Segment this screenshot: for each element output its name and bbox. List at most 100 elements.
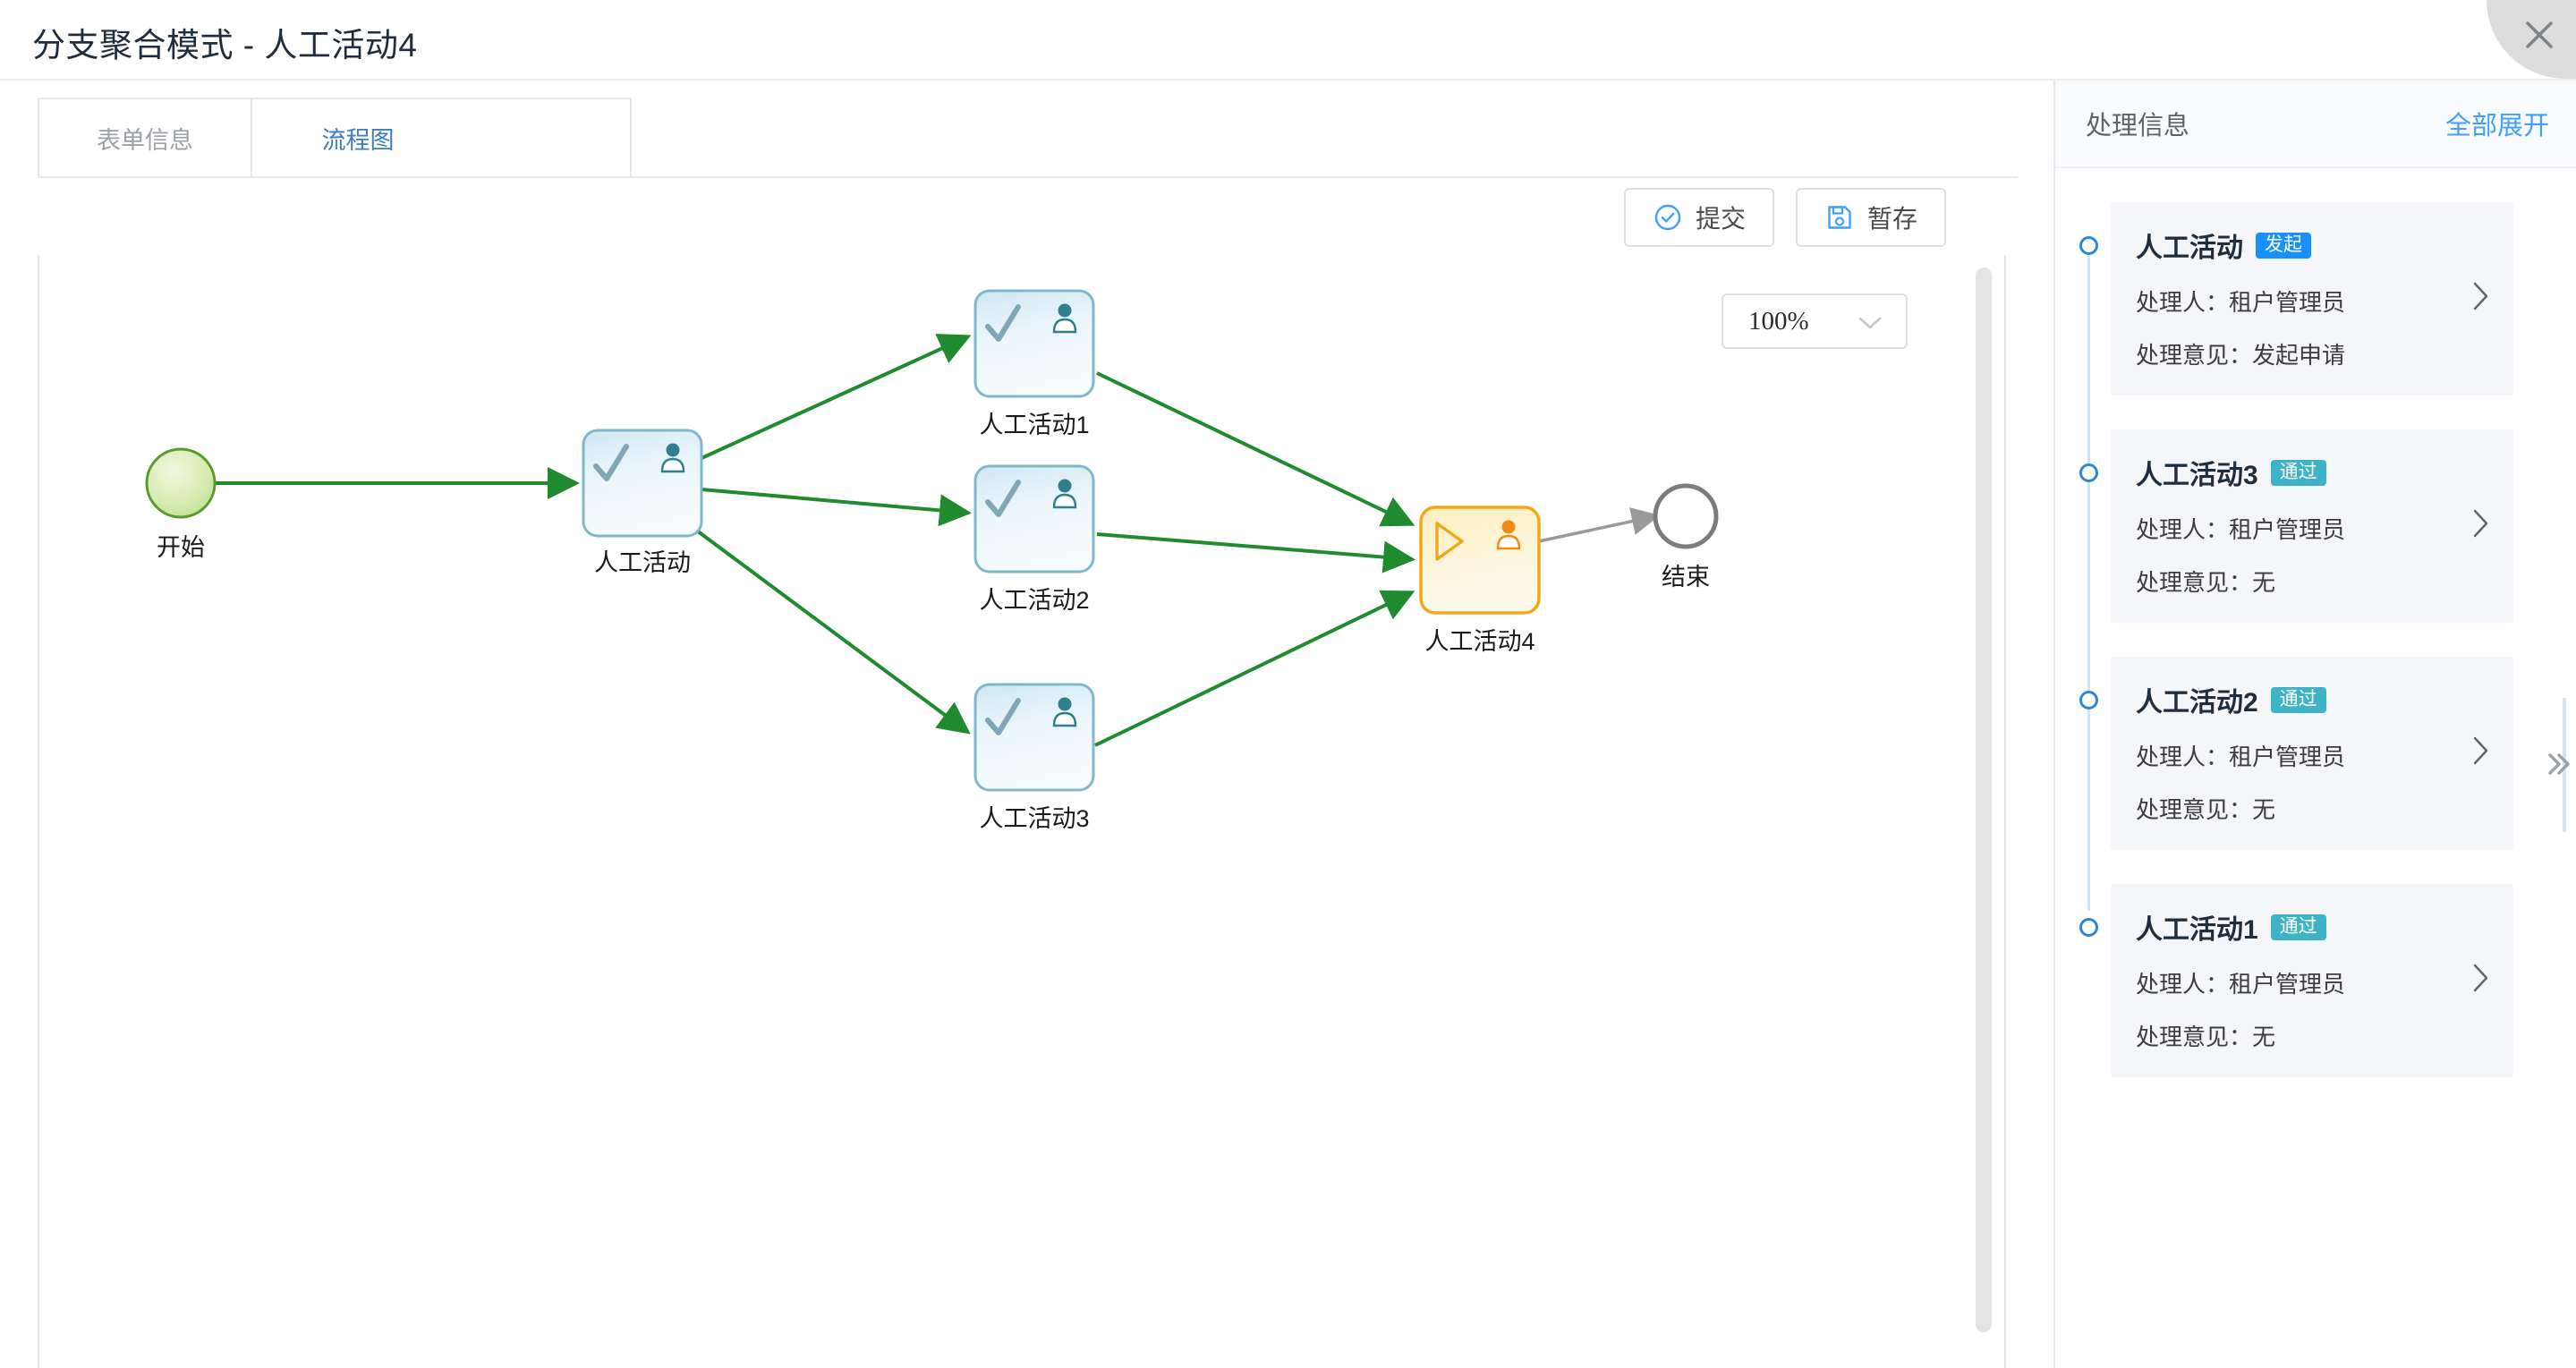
- edge-task3-to-task4: [1094, 590, 1416, 747]
- tab-flow-chart[interactable]: 流程图: [251, 98, 465, 176]
- opinion-label: 处理意见：: [2136, 569, 2253, 596]
- opinion-value: 无: [2252, 796, 2276, 823]
- handler-value: 租户管理员: [2229, 516, 2346, 543]
- node-task-2[interactable]: [973, 464, 1095, 574]
- node-task-1[interactable]: [973, 289, 1095, 398]
- process-card-header: 人工活动2 通过: [2136, 680, 2488, 719]
- opinion-value: 无: [2252, 1024, 2276, 1050]
- edge-task2-to-task4: [1096, 532, 1416, 574]
- node-label-task-1: 人工活动1: [979, 412, 1090, 438]
- node-task-3[interactable]: [973, 683, 1095, 792]
- process-timeline: 人工活动 发起 处理人：租户管理员 处理意见：发起申请 人: [2055, 168, 2576, 1077]
- process-card-header: 人工活动 发起: [2136, 225, 2488, 265]
- floppy-disk-icon: [1828, 206, 1851, 229]
- timeline-item: 人工活动2 通过 处理人：租户管理员 处理意见：无: [2055, 657, 2576, 850]
- node-task-0[interactable]: [582, 429, 703, 538]
- timeline-dot-icon: [2079, 236, 2098, 255]
- status-badge: 通过: [2270, 686, 2326, 713]
- process-card-handler: 处理人：租户管理员: [2136, 285, 2488, 318]
- process-card[interactable]: 人工活动2 通过 处理人：租户管理员 处理意见：无: [2111, 657, 2513, 850]
- submit-button[interactable]: 提交: [1623, 188, 1774, 247]
- process-info-title: 处理信息: [2086, 112, 2190, 140]
- process-card-opinion: 处理意见：发起申请: [2136, 337, 2488, 370]
- tab-underline: [38, 176, 2018, 178]
- user-icon: [1052, 479, 1077, 509]
- opinion-value: 无: [2252, 569, 2276, 596]
- flowchart-canvas[interactable]: 100%: [38, 255, 2006, 1368]
- user-icon: [1052, 303, 1077, 334]
- panel-edge-divider: [2563, 698, 2566, 832]
- handler-label: 处理人：: [2136, 289, 2230, 316]
- check-icon: [593, 444, 629, 481]
- opinion-label: 处理意见：: [2136, 1024, 2253, 1050]
- tab-filler: [463, 98, 632, 176]
- collapse-panel-button[interactable]: [2540, 710, 2576, 818]
- opinion-label: 处理意见：: [2136, 342, 2253, 369]
- handler-value: 租户管理员: [2229, 971, 2346, 998]
- workflow-panel: 表单信息 流程图 提交: [0, 81, 2055, 1368]
- node-task-4-current[interactable]: [1419, 506, 1541, 615]
- timeline-item: 人工活动 发起 处理人：租户管理员 处理意见：发起申请: [2055, 202, 2576, 395]
- timeline-dot-icon: [2079, 918, 2098, 937]
- user-icon: [1496, 520, 1521, 550]
- user-icon: [660, 443, 685, 473]
- tab-bar: 表单信息 流程图: [38, 98, 632, 176]
- process-card-opinion: 处理意见：无: [2136, 1019, 2488, 1052]
- expand-all-link[interactable]: 全部展开: [2444, 112, 2549, 140]
- chevron-down-icon: [1858, 317, 1882, 329]
- chevron-right-icon[interactable]: [2470, 735, 2490, 766]
- node-start[interactable]: [145, 447, 217, 519]
- process-card[interactable]: 人工活动1 通过 处理人：租户管理员 处理意见：无: [2111, 884, 2513, 1077]
- process-card-opinion: 处理意见：无: [2136, 565, 2488, 598]
- process-card-header: 人工活动1 通过: [2136, 907, 2488, 947]
- chevron-right-icon[interactable]: [2470, 508, 2490, 539]
- node-label-end: 结束: [1662, 564, 1710, 591]
- title-bar: 分支聚合模式 - 人工活动4: [0, 0, 2576, 81]
- check-icon: [985, 698, 1021, 735]
- node-label-task-2: 人工活动2: [979, 587, 1090, 614]
- edge-task1-to-task4: [1096, 371, 1416, 527]
- canvas-vertical-scrollbar[interactable]: [1976, 268, 1992, 1332]
- opinion-label: 处理意见：: [2136, 796, 2253, 823]
- chevron-right-icon[interactable]: [2470, 963, 2490, 993]
- close-icon: [2526, 21, 2553, 48]
- timeline-dot-icon: [2079, 691, 2098, 709]
- handler-value: 租户管理员: [2229, 289, 2346, 316]
- timeline-rail: [2087, 243, 2090, 911]
- process-card-name: 人工活动3: [2136, 461, 2258, 490]
- status-badge: 通过: [2270, 913, 2326, 940]
- zoom-level-select[interactable]: 100%: [1722, 293, 1908, 349]
- status-badge: 通过: [2270, 459, 2326, 486]
- process-card-handler: 处理人：租户管理员: [2136, 512, 2488, 545]
- chevron-right-icon[interactable]: [2470, 281, 2490, 311]
- edge-task4-to-end: [1538, 507, 1661, 543]
- edge-task0-to-task1: [699, 334, 972, 461]
- node-label-task-3: 人工活动3: [979, 805, 1090, 832]
- status-badge: 发起: [2256, 232, 2311, 259]
- node-label-start: 开始: [157, 534, 205, 561]
- process-info-panel: 处理信息 全部展开 人工活动 发起 处理人：租户管理员 处理意见：发起申请: [2055, 81, 2576, 1368]
- process-card[interactable]: 人工活动3 通过 处理人：租户管理员 处理意见：无: [2111, 429, 2513, 623]
- process-card-handler: 处理人：租户管理员: [2136, 966, 2488, 999]
- edge-task0-to-task3: [685, 522, 971, 735]
- edge-task0-to-task2: [701, 488, 972, 527]
- handler-value: 租户管理员: [2229, 743, 2346, 770]
- save-draft-button[interactable]: 暂存: [1795, 188, 1946, 247]
- process-card[interactable]: 人工活动 发起 处理人：租户管理员 处理意见：发起申请: [2111, 202, 2513, 395]
- process-card-name: 人工活动2: [2136, 688, 2258, 718]
- timeline-dot-icon: [2079, 463, 2098, 482]
- handler-label: 处理人：: [2136, 743, 2230, 770]
- node-end[interactable]: [1653, 483, 1719, 549]
- zoom-level-value: 100%: [1748, 306, 1809, 336]
- handler-label: 处理人：: [2136, 516, 2230, 543]
- submit-button-label: 提交: [1695, 205, 1746, 233]
- process-card-opinion: 处理意见：无: [2136, 792, 2488, 825]
- process-card-handler: 处理人：租户管理员: [2136, 739, 2488, 772]
- process-card-name: 人工活动1: [2136, 915, 2258, 945]
- close-button[interactable]: [2487, 0, 2576, 79]
- process-card-header: 人工活动3 通过: [2136, 453, 2488, 492]
- handler-label: 处理人：: [2136, 971, 2230, 998]
- check-icon: [985, 304, 1021, 342]
- tab-form-info[interactable]: 表单信息: [38, 98, 252, 176]
